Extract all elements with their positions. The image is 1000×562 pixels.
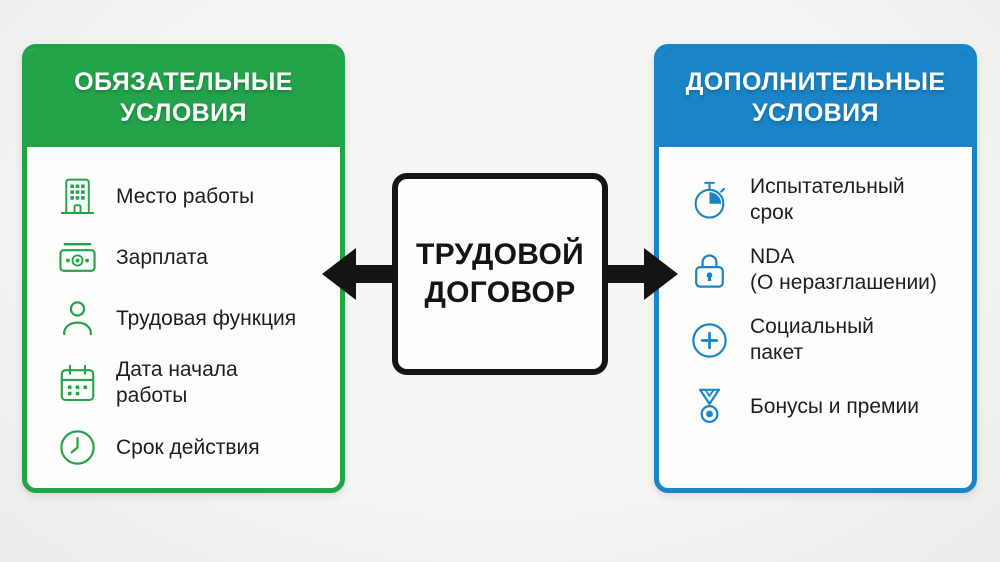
item-nda: NDA(О неразглашении) — [687, 244, 962, 296]
clock-icon — [55, 425, 100, 470]
mandatory-conditions-panel: ОБЯЗАТЕЛЬНЫЕ УСЛОВИЯ — [22, 44, 345, 493]
item-label: Зарплата — [116, 245, 208, 269]
medal-icon — [687, 384, 732, 429]
item-label: Трудовая функция — [116, 306, 297, 330]
item-job-function: Трудовая функция — [55, 296, 330, 341]
item-label: NDA(О неразглашении) — [750, 245, 937, 294]
item-label: Срок действия — [116, 435, 260, 459]
arrow-left-icon — [320, 246, 394, 302]
arrow-right-icon — [606, 246, 680, 302]
plus-circle-icon — [687, 318, 732, 363]
person-icon — [55, 296, 100, 341]
stopwatch-icon — [687, 178, 732, 223]
lock-icon — [687, 248, 732, 293]
panel-title-line: ДОПОЛНИТЕЛЬНЫЕ — [685, 67, 946, 96]
building-icon — [55, 174, 100, 219]
item-place-of-work: Место работы — [55, 174, 330, 219]
panel-title-line: УСЛОВИЯ — [752, 98, 879, 127]
contract-title-line: ТРУДОВОЙ — [415, 238, 584, 271]
item-salary: Зарплата — [55, 235, 330, 280]
item-label: Бонусы и премии — [750, 394, 919, 418]
item-contract-term: Срок действия — [55, 425, 330, 470]
panel-title-line: УСЛОВИЯ — [120, 98, 247, 127]
calendar-icon — [55, 361, 100, 406]
item-label: Место работы — [116, 184, 255, 208]
panel-title-line: ОБЯЗАТЕЛЬНЫЕ — [74, 67, 293, 96]
additional-conditions-header: ДОПОЛНИТЕЛЬНЫЕ УСЛОВИЯ — [659, 49, 972, 147]
contract-box: ТРУДОВОЙ ДОГОВОР — [392, 173, 608, 375]
money-icon — [55, 235, 100, 280]
item-bonuses: Бонусы и премии — [687, 384, 962, 429]
mandatory-conditions-header: ОБЯЗАТЕЛЬНЫЕ УСЛОВИЯ — [27, 49, 340, 147]
mandatory-conditions-list: Место работы Зарплата — [27, 147, 340, 470]
contract-title-line: ДОГОВОР — [424, 276, 576, 309]
